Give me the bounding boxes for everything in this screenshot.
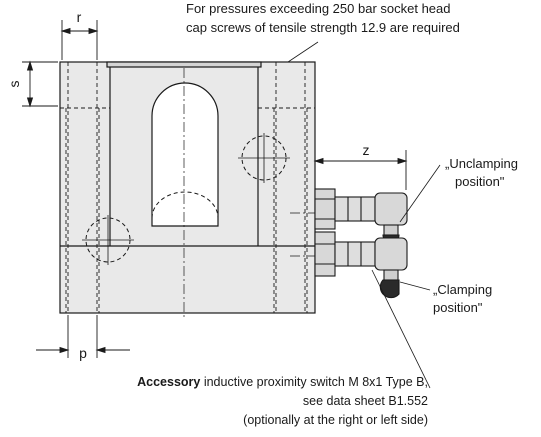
unclamping-label-line2: position"	[455, 174, 505, 189]
accessory-leader	[371, 269, 431, 389]
screw-holes	[60, 62, 315, 313]
unclamping-leader	[399, 164, 441, 223]
top-note-line1: For pressures exceeding 250 bar socket h…	[186, 1, 451, 16]
accessory-bold: Accessory	[137, 375, 200, 389]
port-crosshairs	[82, 133, 290, 265]
dimension-z-label: z	[363, 142, 370, 158]
unclamping-label-line1: „Unclamping	[445, 156, 518, 171]
accessory-line1-rest: inductive proximity switch M 8x1 Type B,	[200, 375, 428, 389]
dimension-s	[22, 60, 58, 108]
accessory-line3: (optionally at the right or left side)	[243, 413, 428, 427]
clamping-leader	[399, 281, 431, 291]
accessory-line2: see data sheet B1.552	[303, 394, 428, 408]
top-note-line2: cap screws of tensile strength 12.9 are …	[186, 20, 460, 35]
clamping-label-line2: position"	[433, 300, 483, 315]
piston-cavity	[106, 61, 262, 246]
dimension-p	[36, 315, 130, 358]
dimension-p-label: p	[79, 345, 87, 361]
dimension-r	[60, 20, 99, 60]
top-note-leader	[287, 41, 319, 63]
dimension-z	[313, 150, 408, 190]
piston	[151, 82, 219, 227]
proximity-switch-lower	[314, 231, 408, 299]
clamping-label-line1: „Clamping	[433, 282, 492, 297]
proximity-switch-upper	[314, 188, 408, 244]
accessory-line1: Accessory inductive proximity switch M 8…	[137, 375, 428, 389]
centerlines	[183, 68, 318, 318]
dimension-r-label: r	[77, 9, 82, 25]
dimension-s-label: s	[6, 81, 22, 88]
